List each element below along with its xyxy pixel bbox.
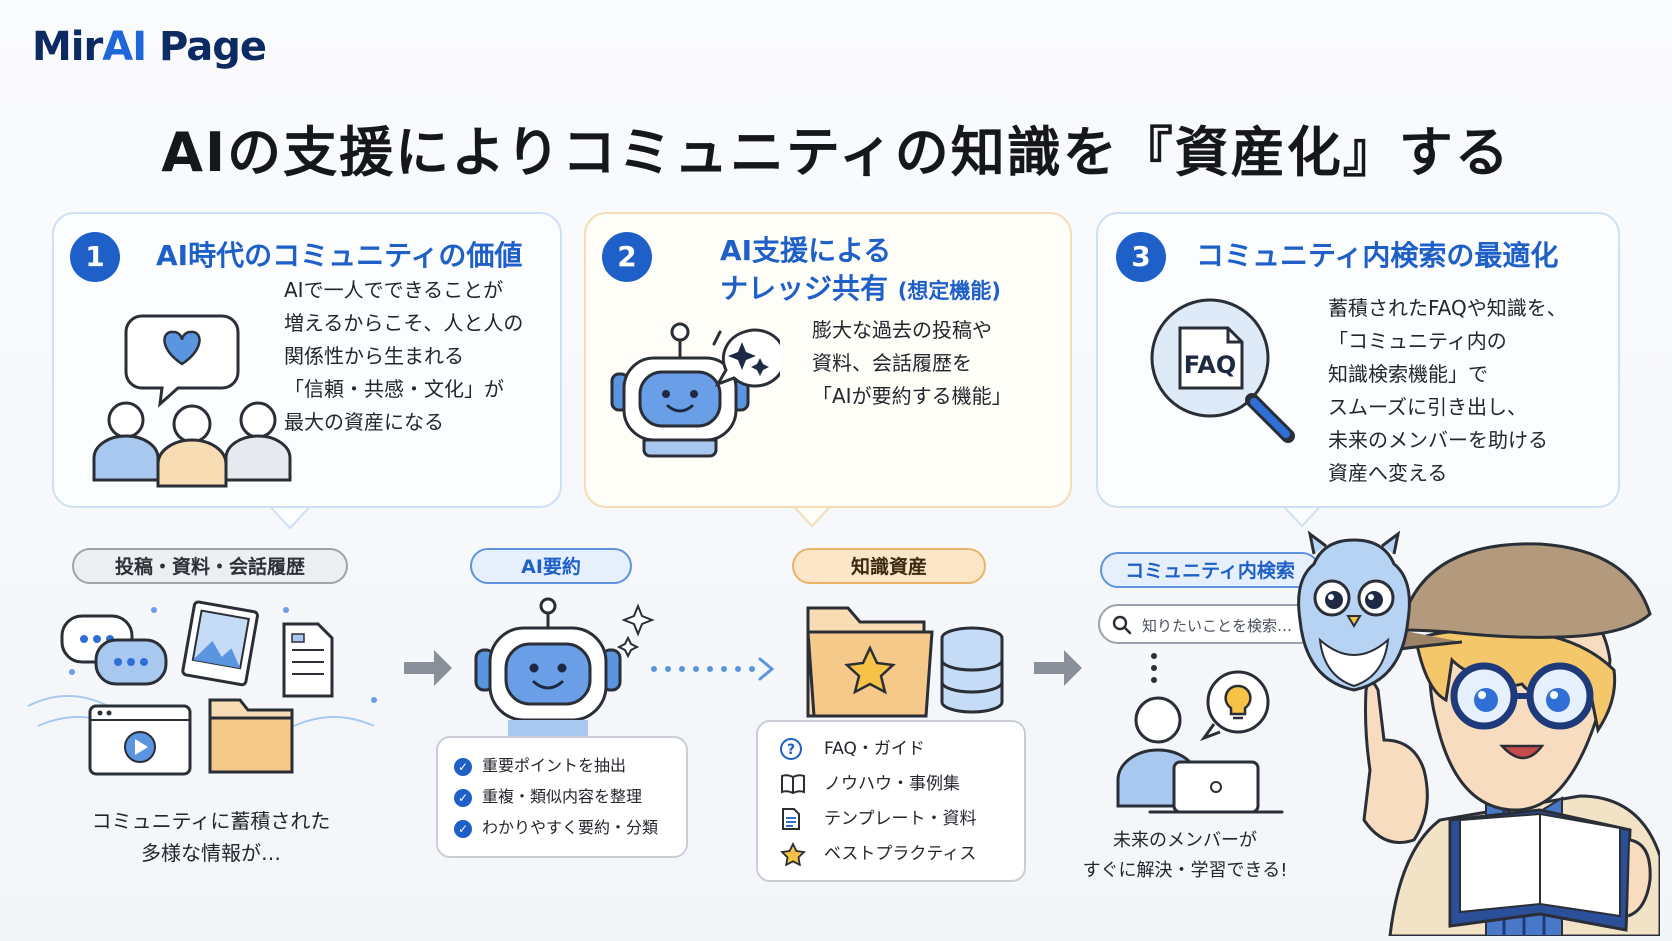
knowledge-asset-item: ? FAQ・ガイド bbox=[780, 732, 1024, 767]
title-prefix: AIの支援によりコミュニティの知識を bbox=[161, 121, 1119, 184]
faq-label: FAQ bbox=[1184, 351, 1237, 379]
dotted-arrow-icon bbox=[651, 657, 775, 681]
step-search-caption: 未来のメンバーが すぐに解決・学習できる! bbox=[1060, 826, 1310, 886]
card-1-title: AI時代のコミュニティの価値 bbox=[156, 239, 523, 272]
card-3-line: 「コミュニティ内の bbox=[1328, 329, 1507, 353]
logo-text-ai: AI bbox=[102, 24, 147, 70]
member-laptop-icon bbox=[1116, 653, 1284, 814]
card-3-title: コミュニティ内検索の最適化 bbox=[1196, 239, 1559, 272]
card-ai-knowledge-sharing: 2 AI支援による ナレッジ共有 (想定機能) 膨大な過去の投稿や 資料、会話履… bbox=[584, 212, 1072, 508]
document-icon bbox=[782, 808, 800, 830]
robot-summary-icon bbox=[474, 597, 655, 736]
card-1-line: AIで一人でできることが bbox=[284, 278, 504, 302]
card-2-title-note: (想定機能) bbox=[897, 279, 1001, 303]
card-2-line: 資料、会話履歴を bbox=[812, 351, 972, 375]
mascot-boy-owl bbox=[1297, 530, 1660, 936]
folder-database-icon bbox=[806, 606, 1004, 718]
knowledge-asset-text: ベストプラクティス bbox=[824, 844, 977, 864]
card-1-line: 関係性から生まれる bbox=[284, 344, 464, 368]
step-posts-label: 投稿・資料・会話履歴 bbox=[72, 548, 348, 584]
ai-summary-item-text: 重複・類似内容を整理 bbox=[482, 787, 643, 806]
card-3-line: スムーズに引き出し、 bbox=[1328, 395, 1527, 419]
step-knowledge-assets-label: 知識資産 bbox=[792, 548, 986, 584]
ai-summary-list: ✓ 重要ポイントを抽出 ✓ 重複・類似内容を整理 ✓ わかりやすく要約・分類 bbox=[436, 736, 688, 858]
logo-text-mir: Mir bbox=[32, 24, 103, 70]
card-3-number: 3 bbox=[1116, 232, 1166, 282]
card-2-line: 膨大な過去の投稿や bbox=[812, 318, 992, 342]
check-icon: ✓ bbox=[454, 757, 472, 776]
card-2-title-main: ナレッジ共有 bbox=[720, 272, 889, 305]
ai-summary-item: ✓ 重複・類似内容を整理 bbox=[454, 781, 686, 812]
title-suffix: する bbox=[1398, 121, 1511, 184]
robot-icon bbox=[610, 322, 780, 458]
card-1-line: 最大の資産になる bbox=[284, 410, 444, 434]
question-icon: ? bbox=[780, 738, 802, 760]
knowledge-asset-text: テンプレート・資料 bbox=[824, 809, 977, 829]
check-icon: ✓ bbox=[454, 788, 472, 807]
card-3-line: 蓄積されたFAQや知識を、 bbox=[1328, 296, 1567, 320]
card-3-line: 資産へ変える bbox=[1328, 461, 1448, 485]
step-search-caption-line: すぐに解決・学習できる! bbox=[1082, 860, 1288, 881]
card-1-line: 増えるからこそ、人と人の bbox=[284, 311, 524, 335]
knowledge-asset-text: ノウハウ・事例集 bbox=[824, 774, 960, 794]
step-search-caption-line: 未来のメンバーが bbox=[1113, 830, 1257, 851]
community-search-input[interactable]: 知りたいことを検索… bbox=[1098, 604, 1320, 644]
card-2-number: 2 bbox=[602, 232, 652, 282]
ai-summary-item-text: わかりやすく要約・分類 bbox=[482, 818, 659, 837]
star-icon bbox=[780, 841, 806, 867]
step-posts-caption-line: コミュニティに蓄積された bbox=[91, 809, 331, 833]
card-community-search: 3 コミュニティ内検索の最適化 FAQ 蓄積されたFAQや知識を、 「コミュニテ… bbox=[1096, 212, 1620, 508]
step-posts-caption: コミュニティに蓄積された 多様な情報が… bbox=[56, 805, 366, 869]
book-icon bbox=[781, 774, 805, 795]
community-people-icon bbox=[92, 314, 292, 488]
arrow-right-icon bbox=[404, 650, 452, 686]
search-icon bbox=[1112, 615, 1132, 635]
card-2-line: 「AIが要約する機能」 bbox=[812, 384, 1012, 408]
step-community-search-label: コミュニティ内検索 bbox=[1100, 552, 1320, 588]
card-1-number: 1 bbox=[70, 232, 120, 282]
step-posts-caption-line: 多様な情報が… bbox=[141, 841, 281, 865]
card-2-description: 膨大な過去の投稿や 資料、会話履歴を 「AIが要約する機能」 bbox=[812, 314, 1012, 413]
community-content-icons bbox=[27, 600, 377, 776]
ai-summary-item: ✓ わかりやすく要約・分類 bbox=[454, 812, 686, 843]
card-2-title-line2: ナレッジ共有 (想定機能) bbox=[720, 270, 1001, 310]
mirai-page-logo: MirAI Page bbox=[32, 24, 267, 70]
faq-magnifier-icon: FAQ bbox=[1150, 298, 1295, 443]
knowledge-assets-list: ? FAQ・ガイド ノウハウ・事例集 テンプレート・資料 ベストプラクティス bbox=[756, 720, 1026, 882]
card-3-line: 知識検索機能」で bbox=[1328, 362, 1488, 386]
card-community-value: 1 AI時代のコミュニティの価値 AIで一人でできることが 増えるからこそ、人と… bbox=[52, 212, 562, 508]
card-3-description: 蓄積されたFAQや知識を、 「コミュニティ内の 知識検索機能」で スムーズに引き… bbox=[1328, 292, 1567, 490]
knowledge-asset-text: FAQ・ガイド bbox=[824, 739, 925, 759]
knowledge-asset-item: ベストプラクティス bbox=[780, 837, 1024, 872]
ai-summary-item-text: 重要ポイントを抽出 bbox=[482, 756, 627, 775]
search-placeholder: 知りたいことを検索… bbox=[1142, 617, 1293, 635]
logo-text-page: Page bbox=[146, 24, 267, 70]
knowledge-asset-item: ノウハウ・事例集 bbox=[780, 767, 1024, 802]
arrow-right-icon bbox=[1034, 650, 1082, 686]
card-1-line: 「信頼・共感・文化」が bbox=[284, 377, 504, 401]
card-3-line: 未来のメンバーを助ける bbox=[1328, 428, 1548, 452]
check-icon: ✓ bbox=[454, 819, 472, 838]
ai-summary-item: ✓ 重要ポイントを抽出 bbox=[454, 750, 686, 781]
card-2-title-line1: AI支援による bbox=[720, 234, 892, 267]
knowledge-asset-item: テンプレート・資料 bbox=[780, 802, 1024, 837]
step-ai-summary-label: AI要約 bbox=[470, 548, 632, 584]
card-1-description: AIで一人でできることが 増えるからこそ、人と人の 関係性から生まれる 「信頼・… bbox=[284, 274, 523, 439]
